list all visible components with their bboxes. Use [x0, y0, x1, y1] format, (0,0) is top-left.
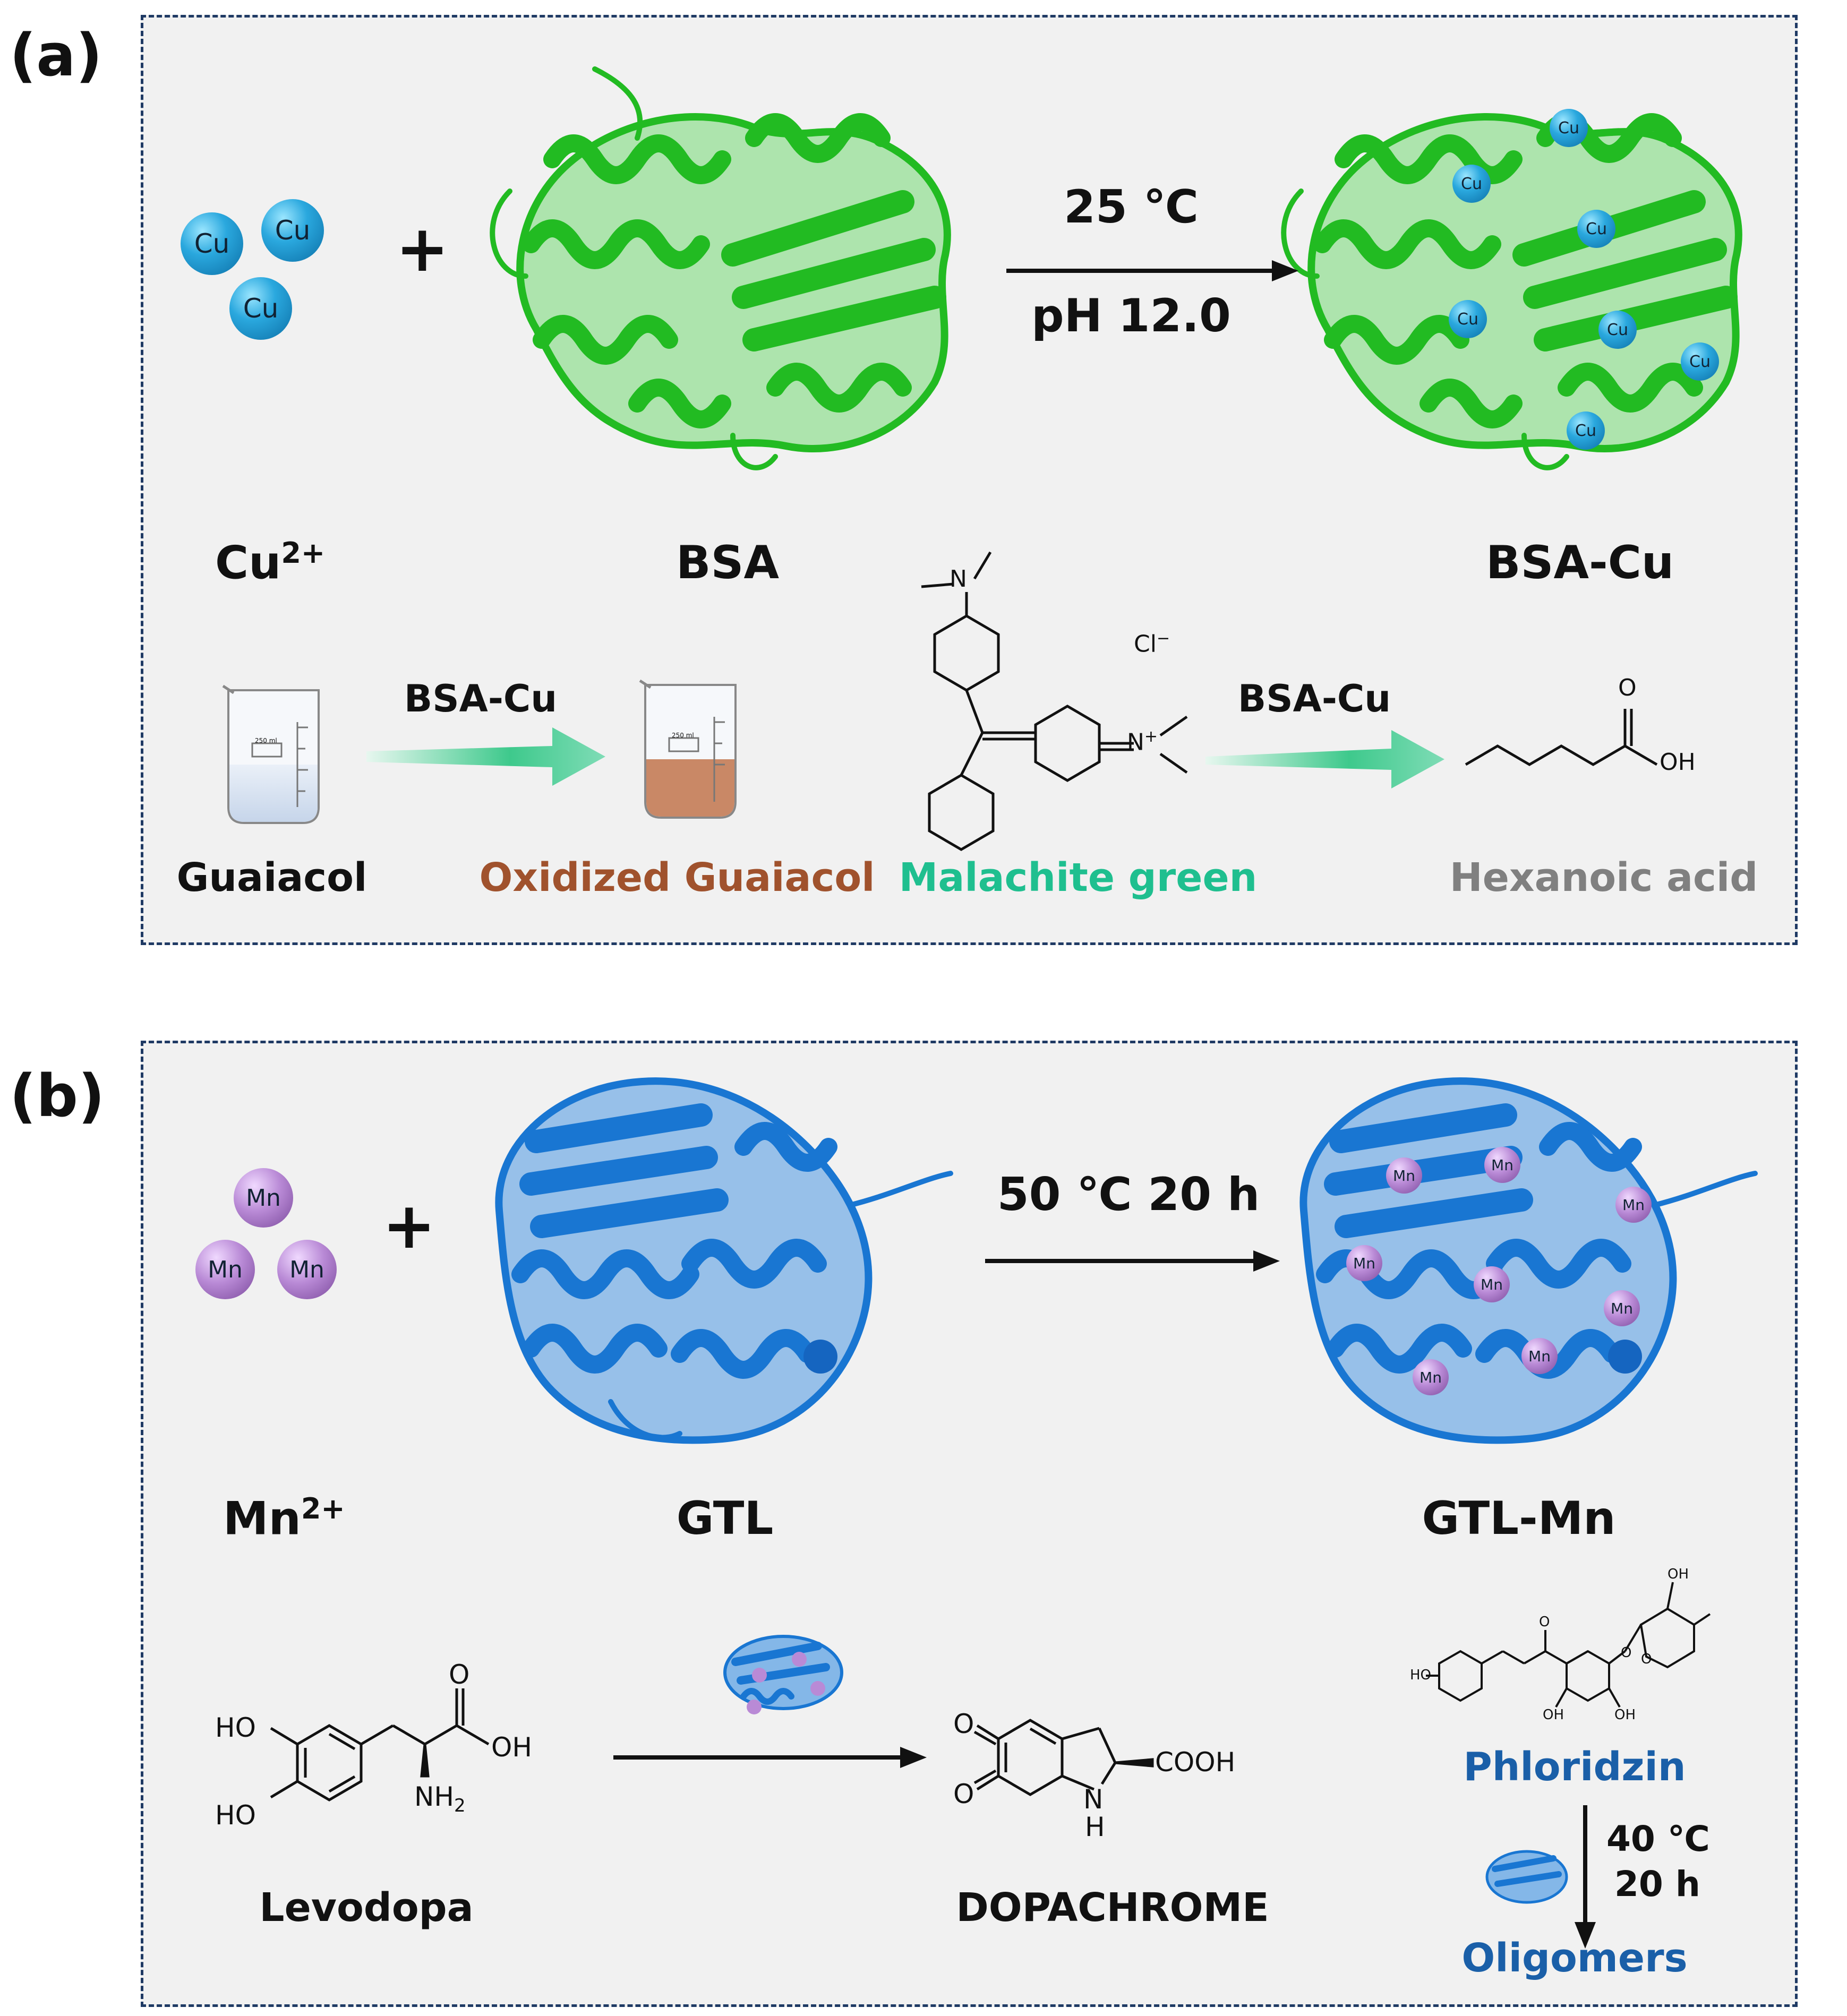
panel-b-label: (b) [10, 1062, 105, 1130]
atom-ho: HO [215, 1800, 256, 1831]
atom-oh: OH [1660, 749, 1696, 776]
plus-sign: + [396, 212, 449, 286]
substrate-levodopa: Levodopa [259, 1885, 474, 1931]
panel-a [141, 15, 1798, 945]
condition-time: 20 h [1614, 1864, 1700, 1905]
product-hexanoic-acid: Hexanoic acid [1449, 855, 1758, 900]
product-oxidized-guaiacol: Oxidized Guaiacol [479, 855, 875, 900]
cu-atom: Cu [1550, 109, 1588, 147]
cu-atom: Cu [1567, 411, 1605, 450]
mn-atom: Mn [1521, 1338, 1558, 1374]
atom-o: O [953, 1709, 974, 1739]
atom-n: N [950, 565, 967, 593]
cu-atom: Cu [1449, 300, 1487, 338]
panel-a-label: (a) [10, 21, 102, 89]
beaker-volume-mark: 250 ml [672, 732, 694, 739]
mn-atom: Mn [1386, 1157, 1422, 1194]
mn-atom: Mn [234, 1168, 293, 1228]
cu-atom: Cu [229, 277, 292, 340]
atom-ho: HO [215, 1712, 256, 1743]
mn-atom: Mn [1474, 1266, 1510, 1302]
cu-atom: Cu [181, 212, 243, 275]
catalyst-label: BSA-Cu [404, 677, 558, 720]
atom-o: O [953, 1779, 974, 1809]
mn-atom: Mn [1484, 1147, 1520, 1183]
product-label: GTL-Mn [1422, 1492, 1616, 1545]
condition-temperature: 40 ℃ [1606, 1818, 1710, 1859]
substrate-malachite-green: Malachite green [899, 855, 1258, 900]
metal-ion-label: Cu2+ [215, 536, 326, 590]
beaker-volume-mark: 250 ml [255, 737, 277, 744]
atom-h: H [1085, 1812, 1105, 1842]
mn-atom: Mn [1346, 1245, 1382, 1281]
cu-atom: Cu [1681, 342, 1719, 381]
mn-atom: Mn [1615, 1187, 1652, 1223]
cu-atom: Cu [1452, 165, 1491, 203]
atom-o: O [1539, 1614, 1550, 1630]
atom-cooh: COOH [1155, 1747, 1236, 1778]
atom-o: O [1621, 1645, 1632, 1661]
atom-n: N+ [1127, 727, 1158, 756]
metal-ion-label: Mn2+ [223, 1492, 345, 1546]
protein-label: GTL [676, 1492, 774, 1545]
mn-atom: Mn [1604, 1290, 1640, 1326]
condition-temperature-time: 50 ℃ 20 h [997, 1168, 1260, 1221]
atom-o: O [1641, 1651, 1652, 1667]
cu-atom: Cu [261, 199, 324, 262]
mn-atom: Mn [1413, 1359, 1449, 1395]
substrate-guaiacol: Guaiacol [176, 855, 367, 900]
condition-ph: pH 12.0 [1031, 289, 1231, 342]
atom-oh: OH [491, 1732, 532, 1763]
atom-n: N [1083, 1784, 1104, 1815]
product-label: BSA-Cu [1485, 536, 1674, 589]
counter-ion: Cl− [1134, 629, 1170, 658]
atom-o: O [1618, 674, 1637, 701]
atom-oh: OH [1543, 1707, 1564, 1723]
product-oligomers: Oligomers [1461, 1935, 1688, 1981]
cu-atom: Cu [1577, 210, 1615, 248]
atom-ho: HO [1410, 1667, 1432, 1683]
protein-label: BSA [675, 536, 780, 589]
atom-o: O [449, 1659, 470, 1690]
atom-oh: OH [1614, 1707, 1636, 1723]
atom-nh2: NH2 [414, 1781, 466, 1816]
cu-atom: Cu [1598, 311, 1637, 349]
atom-oh: OH [1668, 1566, 1689, 1582]
product-dopachrome: DOPACHROME [956, 1885, 1269, 1931]
mn-atom: Mn [277, 1240, 337, 1299]
condition-temperature: 25 ℃ [1064, 181, 1199, 234]
mn-atom: Mn [195, 1240, 255, 1299]
substrate-phloridzin: Phloridzin [1463, 1744, 1686, 1790]
catalyst-label: BSA-Cu [1237, 677, 1391, 720]
plus-sign: + [382, 1189, 436, 1263]
